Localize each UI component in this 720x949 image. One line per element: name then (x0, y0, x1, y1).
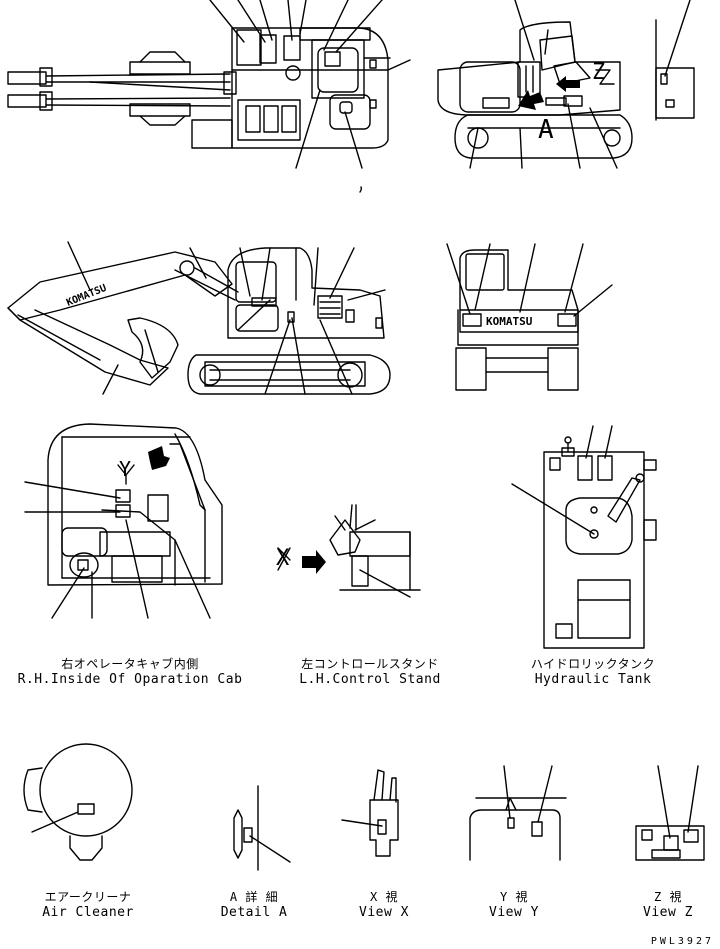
caption-hydraulic-tank: ハイドロリックタンク Hydraulic Tank (531, 656, 655, 688)
caption-control-stand-en: L.H.Control Stand (299, 672, 441, 687)
caption-air-cleaner-en: Air Cleaner (42, 905, 134, 920)
rear-view-excavator: KOMATSU (446, 243, 613, 391)
caption-view-x-jp: X 視 (370, 890, 398, 904)
rear-brand-decal: KOMATSU (486, 315, 533, 328)
view-z (635, 765, 705, 861)
caption-hydraulic-tank-en: Hydraulic Tank (534, 672, 652, 687)
caption-control-stand: 左コントロールスタンド L.H.Control Stand (299, 656, 441, 688)
caption-air-cleaner-jp: エアークリーナ (44, 890, 132, 904)
detail-a (233, 785, 291, 871)
caption-view-y-en: View Y (489, 905, 539, 920)
rear-three-quarter-view: A (437, 0, 633, 169)
control-stand (277, 504, 421, 598)
cab-interior (24, 423, 223, 619)
caption-cab-en: R.H.Inside Of Oparation Cab (17, 672, 243, 687)
view-x (341, 769, 399, 857)
caption-view-y: Y 視 View Y (489, 889, 539, 921)
caption-cab: 右オペレータキャブ内側 R.H.Inside Of Oparation Cab (18, 656, 243, 688)
caption-view-z-jp: Z 視 (654, 890, 682, 904)
svg-text:A: A (538, 115, 554, 145)
boom-brand-decal: KOMATSU (65, 283, 108, 309)
caption-control-stand-jp: 左コントロールスタンド (301, 657, 439, 671)
caption-cab-jp: 右オペレータキャブ内側 (61, 657, 199, 671)
caption-detail-a: A 詳 細 Detail A (221, 889, 288, 921)
drawing-number: PWL3927 (650, 936, 714, 947)
small-side-box (655, 0, 695, 121)
caption-view-z-en: View Z (643, 905, 693, 920)
caption-detail-a-jp: A 詳 細 (229, 890, 279, 904)
top-view-excavator (7, 0, 411, 193)
caption-view-x-en: View X (359, 905, 409, 920)
caption-detail-a-en: Detail A (220, 905, 288, 920)
air-cleaner (23, 743, 133, 861)
caption-air-cleaner: エアークリーナ Air Cleaner (42, 889, 134, 921)
side-view-excavator: KOMATSU (7, 241, 391, 395)
caption-view-x: X 視 View X (359, 889, 409, 921)
label-z: Z (592, 60, 606, 85)
caption-view-y-jp: Y 視 (500, 890, 528, 904)
label-x: X (276, 546, 290, 571)
view-y (469, 765, 567, 861)
hydraulic-tank (511, 425, 657, 649)
caption-hydraulic-tank-jp: ハイドロリックタンク (530, 657, 656, 671)
caption-view-z: Z 視 View Z (643, 889, 693, 921)
label-y: Y (119, 457, 132, 481)
